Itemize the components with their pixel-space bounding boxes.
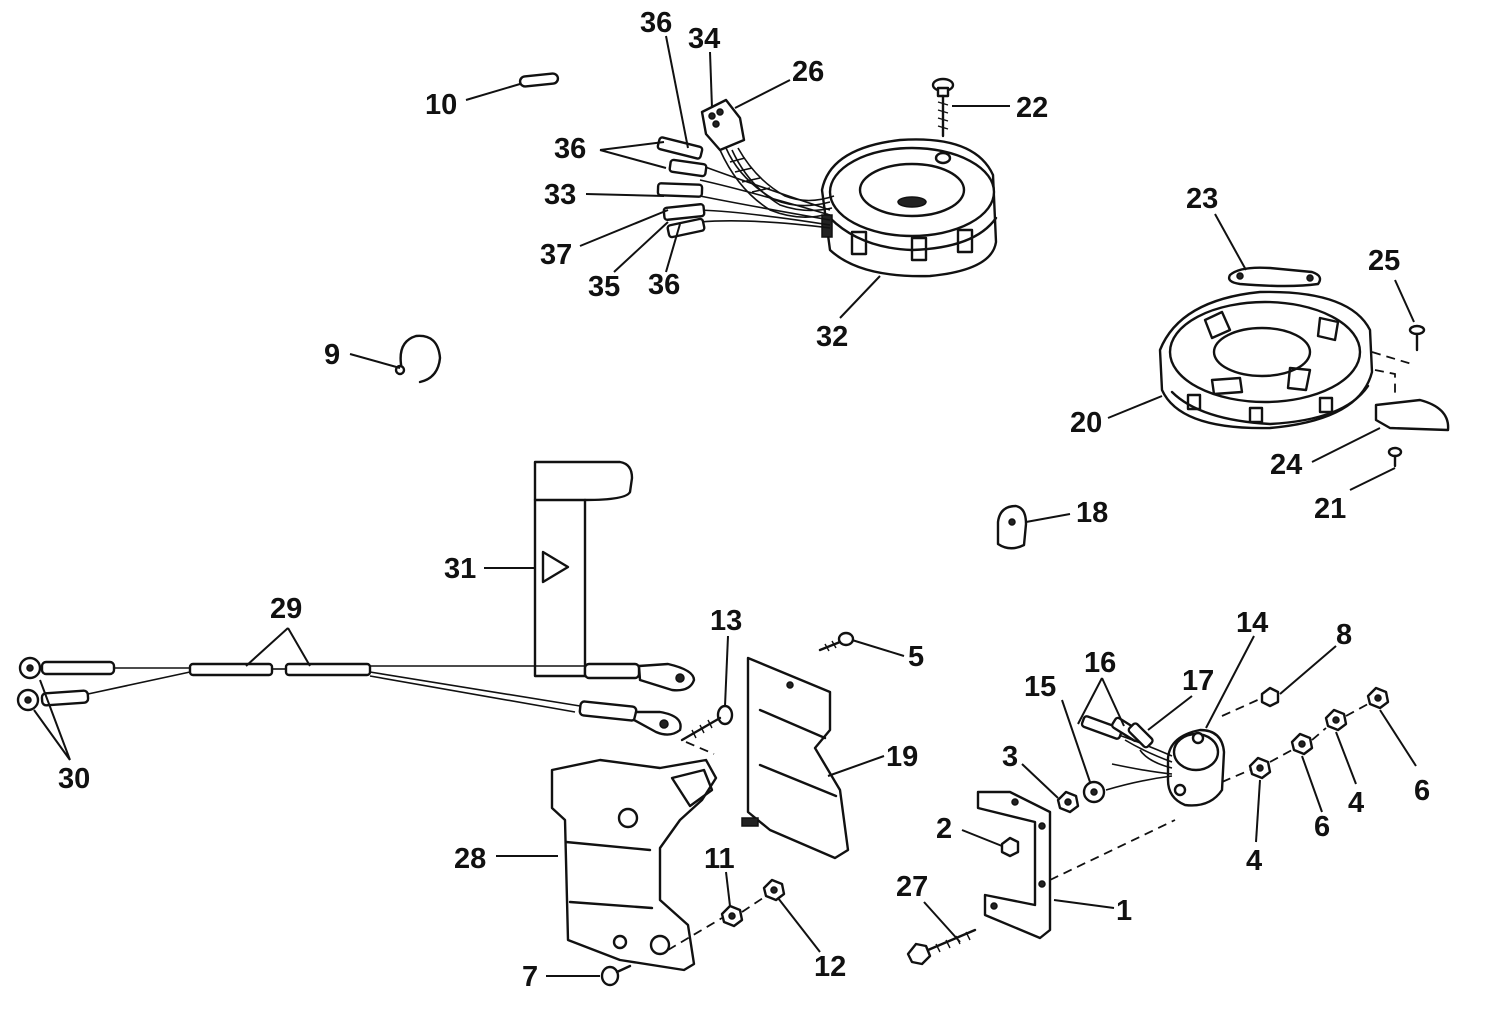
- part-12-nut: [762, 878, 786, 902]
- part-2-nut: [1000, 836, 1020, 858]
- callout-34: 34: [688, 23, 720, 55]
- part-19-plate: [741, 656, 850, 860]
- wire-harness: [699, 147, 835, 229]
- part-3-washer: [1056, 790, 1080, 814]
- callout-36-mid: 36: [554, 133, 586, 165]
- part-10-pin: [518, 72, 560, 88]
- callout-37: 37: [540, 239, 572, 271]
- callout-labels: 10 36 34 26 22 36 33 37 35 36 32 23 25 2…: [58, 7, 1430, 993]
- part-27-bolt: [906, 928, 977, 966]
- part-21-screw: [1387, 446, 1403, 468]
- callout-20: 20: [1070, 407, 1102, 439]
- part-6-nut-a: [1290, 732, 1314, 756]
- callout-15: 15: [1024, 671, 1056, 703]
- callout-29: 29: [270, 593, 302, 625]
- bolt-13-dash: [685, 741, 715, 755]
- bracket-dash-line: [1049, 819, 1176, 881]
- part-20-timer-base: [1158, 290, 1374, 430]
- part-26-connector: [700, 98, 746, 152]
- part-8-screw: [1260, 686, 1280, 708]
- part-29-leads: [16, 656, 696, 736]
- callout-13: 13: [710, 605, 742, 637]
- callout-23: 23: [1186, 183, 1218, 215]
- part-32-stator: [820, 138, 998, 278]
- part-24-follower: [1374, 398, 1450, 432]
- callout-7: 7: [522, 961, 538, 993]
- part-4-washer-a: [1248, 756, 1272, 780]
- callout-3: 3: [1002, 741, 1018, 773]
- part-16-leads: [1080, 715, 1173, 775]
- callout-21: 21: [1314, 493, 1346, 525]
- callout-26: 26: [792, 56, 824, 88]
- callout-27: 27: [896, 871, 928, 903]
- part-11-lockwasher: [720, 904, 744, 928]
- part-23-link: [1227, 266, 1322, 288]
- callout-4-left: 4: [1246, 845, 1262, 877]
- part-7-screw: [600, 964, 632, 987]
- part-14-rectifier: [1166, 728, 1226, 807]
- callout-4-right: 4: [1348, 787, 1364, 819]
- callout-19: 19: [886, 741, 918, 773]
- part-4-washer-b: [1324, 708, 1348, 732]
- part-6-nut-b: [1366, 686, 1390, 710]
- callout-16: 16: [1084, 647, 1116, 679]
- callout-18: 18: [1076, 497, 1108, 529]
- part-18-key: [996, 504, 1028, 550]
- callout-24: 24: [1270, 449, 1302, 481]
- part-25-screw: [1408, 324, 1426, 352]
- callout-8: 8: [1336, 619, 1352, 651]
- part-5-screw: [818, 631, 855, 652]
- callout-2: 2: [936, 813, 952, 845]
- callout-6-right: 6: [1414, 775, 1430, 807]
- callout-22: 22: [1016, 92, 1048, 124]
- callout-28: 28: [454, 843, 486, 875]
- wire-terminals: [656, 136, 708, 239]
- callout-17: 17: [1182, 665, 1214, 697]
- part-22-screw: [931, 77, 955, 138]
- callout-33: 33: [544, 179, 576, 211]
- callout-9: 9: [324, 339, 340, 371]
- callout-30: 30: [58, 763, 90, 795]
- part-13-bolt: [680, 704, 734, 742]
- callout-1: 1: [1116, 895, 1132, 927]
- part-15-ground-lead: [1082, 775, 1173, 804]
- callout-36-low: 36: [648, 269, 680, 301]
- part-28-power-pack: [550, 758, 718, 972]
- screw-8-dash: [1221, 697, 1263, 717]
- callout-31: 31: [444, 553, 476, 585]
- callout-32: 32: [816, 321, 848, 353]
- callout-12: 12: [814, 951, 846, 983]
- callout-35: 35: [588, 271, 620, 303]
- callout-11: 11: [704, 843, 735, 875]
- nut-4-6-dash: [1221, 703, 1369, 783]
- callout-14: 14: [1236, 607, 1268, 639]
- callout-10: 10: [425, 89, 457, 121]
- nut-dash-line: [667, 895, 767, 951]
- callout-25: 25: [1368, 245, 1400, 277]
- callout-5: 5: [908, 641, 924, 673]
- callout-36-top: 36: [640, 7, 672, 39]
- part-1-bracket: [976, 790, 1052, 940]
- callout-6-left: 6: [1314, 811, 1330, 843]
- part-31-cover: [533, 460, 634, 678]
- timer-dash-line: [1371, 351, 1416, 398]
- leader-lines: [33, 35, 1417, 977]
- part-9-clip: [394, 334, 442, 384]
